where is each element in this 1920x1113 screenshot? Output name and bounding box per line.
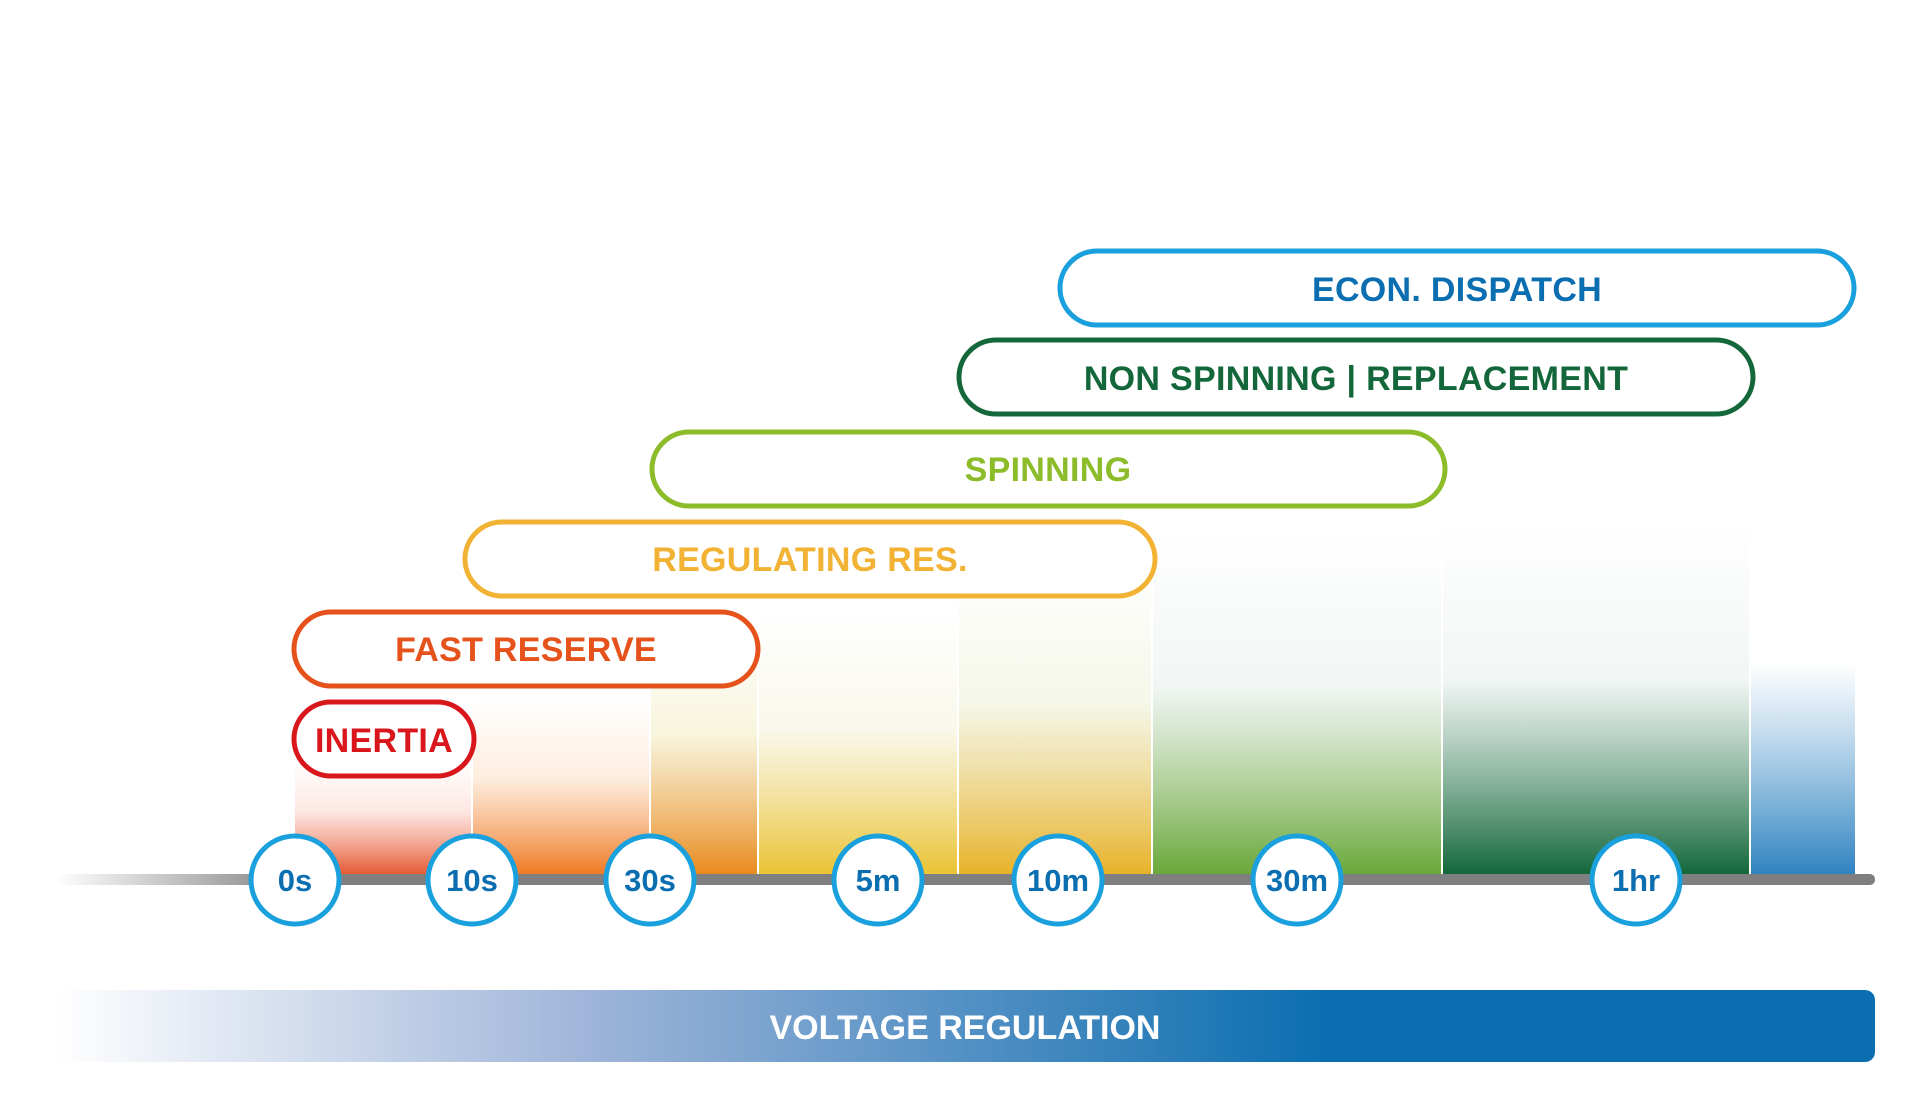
response-band-5 [1152, 530, 1442, 874]
time-marker-5m: 5m [831, 833, 925, 927]
time-label-5m: 5m [856, 863, 901, 898]
time-marker-0s: 0s [248, 833, 342, 927]
service-label-non-spinning-replacement: NON SPINNING | REPLACEMENT [1084, 360, 1628, 398]
service-label-fast-reserve: FAST RESERVE [395, 631, 657, 669]
band-separator-3 [757, 610, 759, 874]
band-separator-5 [1151, 530, 1153, 874]
response-band-6 [1442, 520, 1750, 874]
service-pill-inertia: INERTIA [291, 699, 477, 779]
band-separator-7 [1749, 490, 1751, 874]
time-marker-1hr: 1hr [1589, 833, 1683, 927]
service-pill-fast-reserve: FAST RESERVE [291, 609, 761, 689]
time-marker-10s: 10s [425, 833, 519, 927]
service-pill-regulating-res: REGULATING RES. [462, 519, 1158, 599]
time-label-1hr: 1hr [1612, 863, 1660, 898]
service-label-econ-dispatch: ECON. DISPATCH [1312, 271, 1602, 309]
band-separators [471, 490, 1751, 874]
time-label-0s: 0s [278, 863, 312, 898]
response-time-bands [295, 490, 1855, 874]
service-pill-econ-dispatch: ECON. DISPATCH [1057, 248, 1857, 328]
band-separator-4 [957, 560, 959, 874]
time-marker-30s: 30s [603, 833, 697, 927]
response-band-4 [958, 560, 1152, 874]
time-label-30s: 30s [624, 863, 676, 898]
service-pill-spinning: SPINNING [649, 429, 1448, 509]
service-pills: INERTIA FAST RESERVE REGULATING RES. SPI… [291, 248, 1857, 779]
time-label-10m: 10m [1027, 863, 1089, 898]
response-band-7 [1750, 490, 1855, 874]
service-label-spinning: SPINNING [965, 451, 1132, 489]
time-markers: 0s 10s 30s 5m 10m 30m 1hr [248, 833, 1683, 927]
service-pill-non-spinning-replacement: NON SPINNING | REPLACEMENT [956, 337, 1756, 417]
voltage-regulation-label: VOLTAGE REGULATION [770, 1009, 1161, 1047]
response-band-3 [758, 610, 958, 874]
time-label-30m: 30m [1266, 863, 1328, 898]
time-marker-10m: 10m [1011, 833, 1105, 927]
time-marker-30m: 30m [1250, 833, 1344, 927]
band-separator-6 [1441, 520, 1443, 874]
band-separator-2 [649, 620, 651, 874]
service-label-regulating-res: REGULATING RES. [652, 541, 968, 579]
time-label-10s: 10s [446, 863, 498, 898]
service-label-inertia: INERTIA [315, 722, 453, 760]
voltage-regulation-bar: VOLTAGE REGULATION [55, 990, 1875, 1062]
band-separator-1 [471, 700, 473, 874]
